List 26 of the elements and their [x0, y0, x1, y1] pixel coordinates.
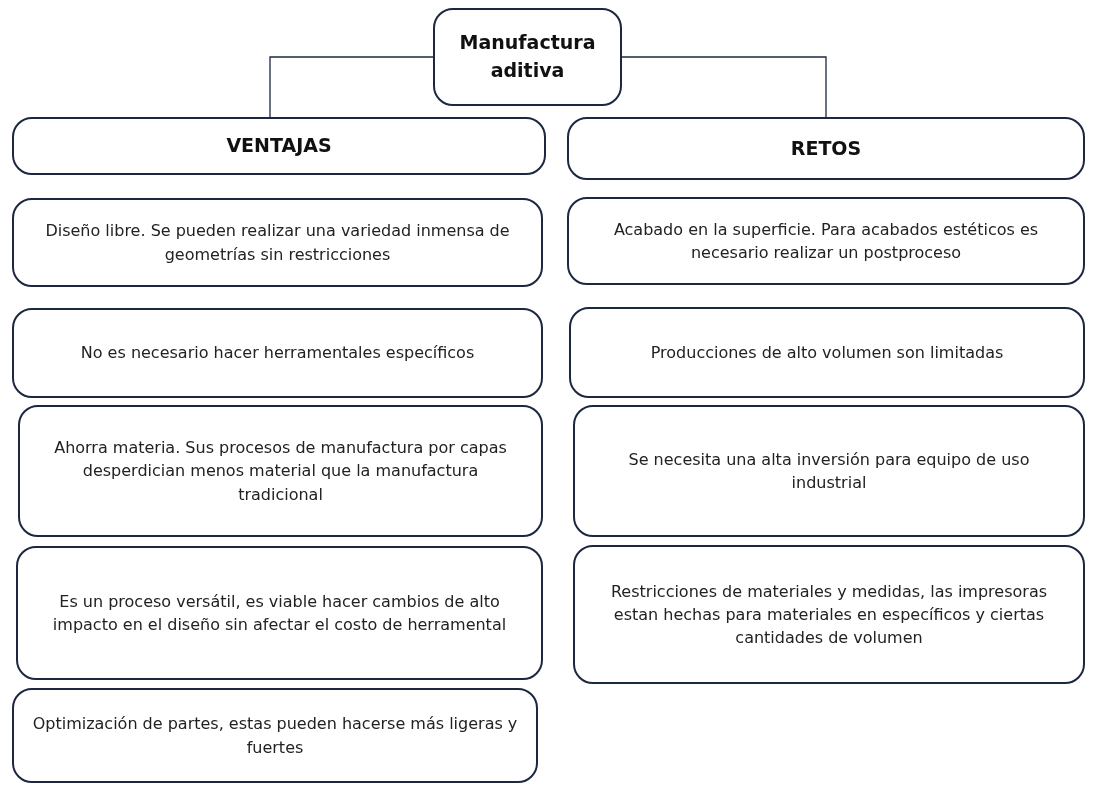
box-text: Diseño libre. Se pueden realizar una variedad inmensa de geometrías sin restricciones [44, 220, 511, 266]
text-box [12, 198, 543, 287]
connector-line [269, 56, 434, 118]
text-box [12, 688, 538, 783]
box-text: Restricciones de materiales y medidas, las impresoras estan hechas para materiales en específicos y ciertas cantidades de volumen [609, 580, 1049, 650]
text-box [567, 197, 1085, 285]
text-box [18, 405, 543, 537]
heading-box [567, 117, 1085, 180]
box-text: Manufactura aditiva [458, 30, 597, 83]
heading-box [12, 117, 546, 175]
text-box [573, 405, 1085, 537]
box-text: VENTAJAS [226, 133, 332, 159]
connector-line [621, 56, 827, 118]
text-box [573, 545, 1085, 684]
box-text: RETOS [790, 135, 862, 161]
box-text: Ahorra materia. Sus procesos de manufactura por capas desperdician menos material que la manufactura tradicional [53, 437, 508, 506]
box-text: No es necesario hacer herramentales específicos [80, 342, 475, 365]
text-box [16, 546, 543, 680]
box-text: Acabado en la superficie. Para acabados estéticos es necesario realizar un postproceso [612, 218, 1040, 264]
text-box [569, 307, 1085, 398]
box-text: Es un proceso versátil, es viable hacer cambios de alto impacto en el diseño sin afectar el costo de herramental [51, 590, 508, 636]
text-box [12, 308, 543, 398]
heading-box [433, 8, 622, 106]
box-text: Se necesita una alta inversión para equipo de uso industrial [627, 448, 1031, 494]
box-text: Producciones de alto volumen son limitadas [650, 341, 1004, 364]
box-text: Optimización de partes, estas pueden hacerse más ligeras y fuertes [32, 713, 518, 759]
